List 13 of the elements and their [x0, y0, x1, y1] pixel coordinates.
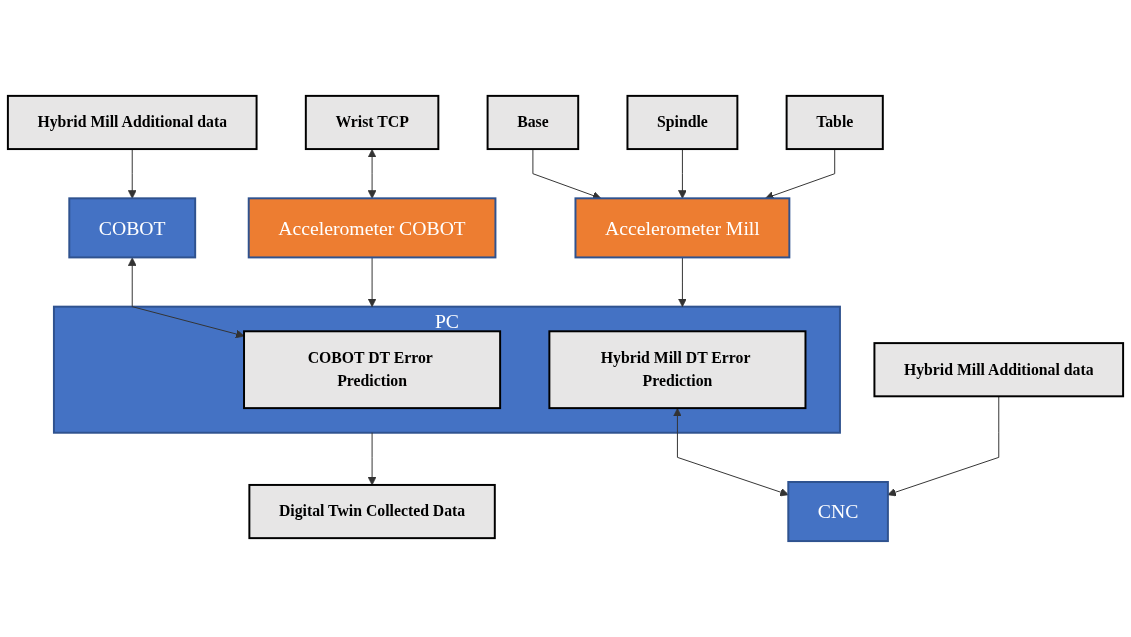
- node-box: COBOT DT Error Prediction: [243, 330, 502, 410]
- node-box: CNC: [787, 481, 889, 543]
- node-box: Accelerometer Mill: [574, 197, 791, 259]
- node-box: Digital Twin Collected Data: [248, 483, 496, 540]
- node-box: COBOT: [68, 197, 197, 259]
- node-box: Base: [486, 94, 580, 151]
- node-box: Hybrid Mill Additional data: [6, 94, 258, 151]
- node-box: Wrist TCP: [304, 94, 440, 151]
- node-box: Hybrid Mill Additional data: [873, 342, 1125, 398]
- node-box: Hybrid Mill DT Error Prediction: [548, 330, 807, 410]
- node-box: Accelerometer COBOT: [247, 197, 497, 259]
- node-box: Table: [785, 94, 884, 151]
- node-box: Spindle: [626, 94, 739, 151]
